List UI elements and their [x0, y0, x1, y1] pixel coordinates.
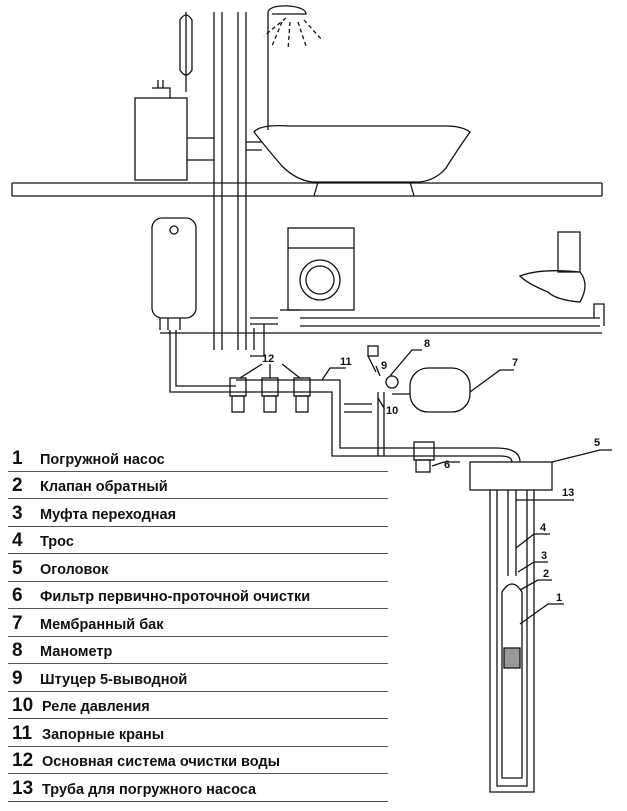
legend-item: 13 Труба для погружного насоса: [8, 774, 388, 802]
legend-item: 9 Штуцер 5-выводной: [8, 664, 388, 692]
legend-number: 12: [12, 750, 34, 771]
washing-machine: [287, 227, 355, 311]
legend-number: 2: [12, 475, 23, 496]
legend-item: 12 Основная система очистки воды: [8, 747, 388, 774]
callout-7: 7: [512, 357, 518, 369]
legend-text: Погружной насос: [40, 451, 165, 468]
legend-text: Запорные краны: [42, 726, 165, 743]
legend-text: Муфта переходная: [40, 506, 177, 523]
legend-text: Основная система очистки воды: [42, 754, 280, 770]
legend-number: 9: [12, 667, 23, 689]
callout-13: 13: [562, 487, 574, 499]
legend-item: 4 Трос: [8, 527, 388, 554]
legend-number: 1: [12, 447, 23, 469]
legend-number: 7: [12, 612, 23, 634]
legend-text: Фильтр первично-проточной очистки: [40, 589, 311, 605]
legend-number: 3: [12, 502, 23, 524]
upper-floor: [11, 182, 603, 197]
main-filter-1: [229, 377, 247, 397]
legend-text: Мембранный бак: [40, 616, 164, 633]
legend-item: 11 Запорные краны: [8, 719, 388, 747]
legend-item: 8 Манометр: [8, 637, 388, 664]
callout-8: 8: [424, 338, 430, 350]
gas-boiler: [134, 97, 188, 181]
legend-number: 6: [12, 585, 23, 606]
legend-item: 7 Мембранный бак: [8, 609, 388, 637]
legend-text: Оголовок: [40, 561, 109, 578]
legend: 1 Погружной насос 2 Клапан обратный 3 Муфта…: [8, 444, 388, 802]
callout-6: 6: [444, 459, 450, 471]
main-filter-3: [293, 377, 311, 397]
legend-item: 5 Оголовок: [8, 554, 388, 582]
legend-text: Штуцер 5-выводной: [40, 671, 188, 688]
callout-4: 4: [540, 522, 547, 534]
legend-number: 5: [12, 557, 23, 579]
callout-2: 2: [543, 568, 549, 580]
legend-text: Клапан обратный: [40, 479, 168, 495]
well-casing: [489, 490, 535, 793]
legend-number: 10: [12, 695, 34, 716]
callout-9: 9: [381, 360, 387, 372]
legend-item: 1 Погружной насос: [8, 444, 388, 472]
legend-text: Труба для погружного насоса: [42, 781, 257, 798]
legend-text: Трос: [40, 534, 74, 550]
submersible-pump: [501, 583, 523, 779]
callout-1: 1: [556, 592, 562, 604]
legend-text: Реле давления: [42, 699, 150, 715]
callout-10: 10: [386, 405, 398, 417]
membrane-tank: [409, 367, 471, 413]
legend-item: 10 Реле давления: [8, 692, 388, 719]
toilet: [518, 231, 586, 303]
callout-11: 11: [340, 356, 352, 368]
callout-12: 12: [262, 353, 274, 365]
legend-number: 4: [12, 530, 23, 551]
riser-pipe: [213, 12, 247, 350]
legend-item: 3 Муфта переходная: [8, 499, 388, 527]
legend-number: 11: [12, 722, 33, 744]
callout-3: 3: [541, 550, 547, 562]
legend-item: 6 Фильтр первично-проточной очистки: [8, 582, 388, 609]
shower: [267, 5, 307, 130]
bathtub: [253, 124, 471, 183]
legend-text: Манометр: [40, 644, 113, 660]
main-filter-2: [261, 377, 279, 397]
legend-number: 8: [12, 640, 23, 661]
legend-item: 2 Клапан обратный: [8, 472, 388, 499]
callout-5: 5: [594, 437, 600, 449]
well-head: [469, 461, 553, 491]
legend-number: 13: [12, 777, 34, 799]
water-heater: [151, 217, 197, 319]
